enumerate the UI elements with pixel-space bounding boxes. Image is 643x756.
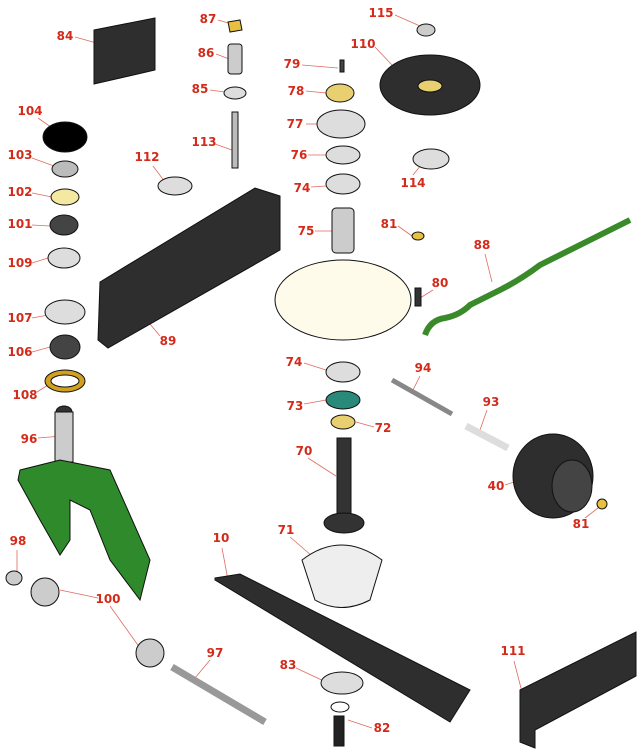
callout-114[interactable]: 114 xyxy=(400,176,426,190)
callout-81b[interactable]: 81 xyxy=(572,517,590,531)
callout-93[interactable]: 93 xyxy=(482,395,500,409)
callout-101[interactable]: 101 xyxy=(7,217,33,231)
spacer-93 xyxy=(464,422,510,452)
callout-87[interactable]: 87 xyxy=(199,12,217,26)
bolt-97 xyxy=(170,663,267,726)
callout-113[interactable]: 113 xyxy=(191,135,217,149)
spacer-86 xyxy=(227,43,243,75)
callout-72[interactable]: 72 xyxy=(374,421,392,435)
race-109 xyxy=(47,247,81,269)
callout-73[interactable]: 73 xyxy=(286,399,304,413)
callout-88[interactable]: 88 xyxy=(473,238,491,252)
bearing-100 xyxy=(30,577,60,607)
callout-104[interactable]: 104 xyxy=(17,104,43,118)
callout-94[interactable]: 94 xyxy=(414,361,432,375)
nut-78 xyxy=(325,83,355,103)
callout-76[interactable]: 76 xyxy=(290,148,308,162)
callout-97[interactable]: 97 xyxy=(206,646,224,660)
bushing-98 xyxy=(5,570,23,586)
callout-82[interactable]: 82 xyxy=(373,721,391,735)
callout-115[interactable]: 115 xyxy=(368,6,394,20)
spacer-75 xyxy=(331,207,355,254)
bearing-106 xyxy=(49,334,81,360)
washer-83 xyxy=(320,671,364,695)
bolt-94 xyxy=(390,377,454,417)
spindle-housing-80 xyxy=(274,259,412,341)
bracket-89 xyxy=(97,187,281,349)
plate-111 xyxy=(519,631,637,749)
callout-112[interactable]: 112 xyxy=(134,150,160,164)
callout-109[interactable]: 109 xyxy=(7,256,33,270)
leader-lines xyxy=(16,14,599,729)
callout-75[interactable]: 75 xyxy=(297,224,315,238)
washer-102 xyxy=(50,188,80,206)
callout-84[interactable]: 84 xyxy=(56,29,74,43)
callout-74[interactable]: 74 xyxy=(293,181,311,195)
callout-102[interactable]: 102 xyxy=(7,185,33,199)
nut-87 xyxy=(227,19,243,33)
caster-fork-arm xyxy=(17,459,151,602)
washer-114 xyxy=(412,148,450,170)
nut-115 xyxy=(416,23,436,37)
callout-40[interactable]: 40 xyxy=(487,479,505,493)
bolt-113 xyxy=(231,111,239,169)
bolt-82 xyxy=(333,715,345,747)
bearing-74b xyxy=(325,361,361,383)
nut-103 xyxy=(51,160,79,178)
bearing-85 xyxy=(223,86,247,100)
callout-108[interactable]: 108 xyxy=(12,388,38,402)
callout-77[interactable]: 77 xyxy=(286,117,304,131)
washer-112 xyxy=(157,176,193,196)
seal-73 xyxy=(325,390,361,410)
callout-70[interactable]: 70 xyxy=(295,444,313,458)
blade-10 xyxy=(214,573,471,723)
callout-78[interactable]: 78 xyxy=(287,84,305,98)
hub-77 xyxy=(316,109,366,139)
callout-79[interactable]: 79 xyxy=(283,57,301,71)
callout-106[interactable]: 106 xyxy=(7,345,33,359)
cover-71 xyxy=(301,544,383,608)
callout-103[interactable]: 103 xyxy=(7,148,33,162)
bearing-100b xyxy=(135,638,165,668)
nut-81 xyxy=(411,231,425,241)
plate-84 xyxy=(93,17,156,85)
callout-83[interactable]: 83 xyxy=(279,658,297,672)
callout-89[interactable]: 89 xyxy=(159,334,177,348)
callout-71[interactable]: 71 xyxy=(277,523,295,537)
callout-86[interactable]: 86 xyxy=(197,46,215,60)
callout-80[interactable]: 80 xyxy=(431,276,449,290)
seal-107 xyxy=(44,299,86,325)
callout-110[interactable]: 110 xyxy=(350,37,376,51)
bearing-101 xyxy=(49,214,79,236)
callout-85[interactable]: 85 xyxy=(191,82,209,96)
callout-98[interactable]: 98 xyxy=(9,534,27,548)
callout-96[interactable]: 96 xyxy=(20,432,38,446)
callout-111[interactable]: 111 xyxy=(500,644,526,658)
bearing-74 xyxy=(325,173,361,195)
washer-72 xyxy=(330,414,356,430)
callout-10[interactable]: 10 xyxy=(212,531,230,545)
spring-88 xyxy=(422,217,632,337)
spindle-70 xyxy=(336,437,352,524)
callout-107[interactable]: 107 xyxy=(7,311,33,325)
callout-81[interactable]: 81 xyxy=(380,217,398,231)
cap-104 xyxy=(42,121,88,153)
callout-74b[interactable]: 74 xyxy=(285,355,303,369)
nut-81b xyxy=(596,498,608,510)
grease-fitting-79 xyxy=(339,59,345,73)
callout-100[interactable]: 100 xyxy=(95,592,121,606)
seal-76 xyxy=(325,145,361,165)
